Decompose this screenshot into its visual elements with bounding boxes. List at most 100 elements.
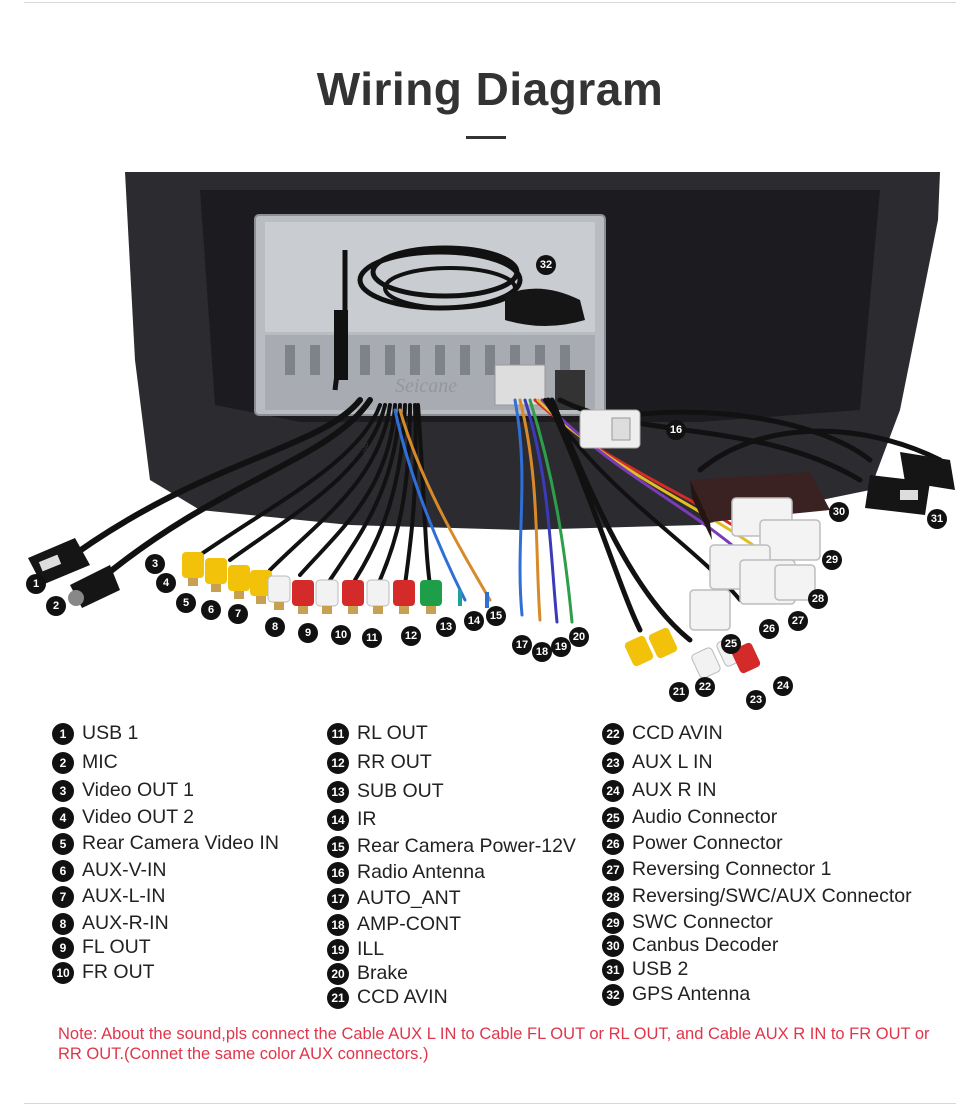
- legend-number: 4: [52, 806, 74, 829]
- callout-5: 5: [176, 593, 196, 613]
- legend-number: 31: [602, 958, 624, 981]
- svg-text:28: 28: [812, 593, 824, 605]
- legend-label: CCD AVIN: [357, 986, 448, 1008]
- legend-label: FL OUT: [82, 936, 151, 958]
- legend-number: 9: [52, 936, 74, 959]
- svg-text:17: 17: [516, 639, 528, 651]
- svg-text:4: 4: [163, 577, 170, 589]
- callout-badges: 1 2 3 4 5 6 7 8 9 10 11 12 13 14 15 16 1…: [26, 255, 947, 710]
- svg-text:9: 9: [305, 627, 311, 639]
- svg-text:27: 27: [792, 615, 804, 627]
- callout-17: 17: [512, 635, 532, 655]
- legend-label: ILL: [357, 938, 385, 960]
- callout-9: 9: [298, 623, 318, 643]
- svg-text:15: 15: [490, 610, 502, 622]
- legend-number: 25: [602, 806, 624, 829]
- legend-label: Audio Connector: [632, 806, 778, 828]
- callout-4: 4: [156, 573, 176, 593]
- legend-number: 1: [52, 722, 74, 745]
- white-harness-connectors: [689, 497, 821, 631]
- svg-text:10: 10: [335, 629, 347, 641]
- callout-18: 18: [532, 642, 552, 662]
- legend-number: 21: [327, 986, 349, 1009]
- svg-text:13: 13: [440, 621, 452, 633]
- legend-number: 20: [327, 962, 349, 985]
- legend-label: Reversing/SWC/AUX Connector: [632, 885, 912, 907]
- legend-label: AUX L IN: [632, 751, 713, 773]
- title-underline: [466, 136, 506, 139]
- callout-31: 31: [927, 509, 947, 529]
- callout-30: 30: [829, 502, 849, 522]
- callout-15: 15: [486, 606, 506, 626]
- top-divider: [24, 2, 956, 3]
- legend-number: 3: [52, 779, 74, 802]
- mic-connector: [68, 565, 120, 608]
- legend-number: 15: [327, 835, 349, 858]
- usb1-connector: [28, 538, 90, 585]
- legend-number: 22: [602, 722, 624, 745]
- callout-7: 7: [228, 604, 248, 624]
- legend-label: RR OUT: [357, 751, 432, 773]
- svg-text:8: 8: [272, 621, 278, 633]
- legend-item: 4 Video OUT 2: [52, 806, 194, 829]
- svg-text:31: 31: [931, 513, 943, 525]
- legend-label: AUX-L-IN: [82, 885, 166, 907]
- legend-number: 7: [52, 885, 74, 908]
- legend-number: 11: [327, 722, 349, 745]
- watermark: Seicane: [395, 375, 457, 397]
- svg-text:14: 14: [468, 615, 481, 627]
- legend-label: USB 2: [632, 958, 689, 980]
- legend-number: 16: [327, 861, 349, 884]
- legend-label: AMP-CONT: [357, 913, 461, 935]
- svg-text:26: 26: [763, 623, 775, 635]
- legend-number: 17: [327, 887, 349, 910]
- svg-text:11: 11: [366, 632, 378, 644]
- legend-item: 7 AUX-L-IN: [52, 885, 165, 908]
- legend-item: 28 Reversing/SWC/AUX Connector: [602, 885, 912, 908]
- left-cables: [57, 397, 492, 602]
- svg-text:30: 30: [833, 506, 845, 518]
- legend-item: 25 Audio Connector: [602, 806, 777, 829]
- svg-text:1: 1: [33, 578, 39, 590]
- callout-25: 25: [721, 634, 741, 654]
- legend-label: SWC Connector: [632, 911, 773, 933]
- legend-item: 9 FL OUT: [52, 936, 151, 959]
- callout-13: 13: [436, 617, 456, 637]
- legend-number: 28: [602, 885, 624, 908]
- thin-wire-pins: [458, 590, 489, 608]
- legend-number: 12: [327, 751, 349, 774]
- legend-label: Video OUT 2: [82, 806, 195, 828]
- legend-label: Rear Camera Power-12V: [357, 835, 576, 857]
- right-rca-plugs: [624, 627, 761, 679]
- svg-text:18: 18: [536, 646, 548, 658]
- legend-number: 30: [602, 934, 624, 957]
- svg-text:19: 19: [555, 641, 567, 653]
- callout-28: 28: [808, 589, 828, 609]
- legend-label: AUX-V-IN: [82, 859, 167, 881]
- svg-text:22: 22: [699, 681, 711, 693]
- callout-3: 3: [145, 554, 165, 574]
- svg-text:20: 20: [573, 631, 585, 643]
- callout-16: 16: [666, 420, 686, 440]
- usb2-connector: [865, 452, 955, 515]
- legend-number: 18: [327, 913, 349, 936]
- gps-antenna: [332, 245, 585, 391]
- legend-label: Radio Antenna: [357, 861, 485, 883]
- legend-number: 5: [52, 832, 74, 855]
- legend-label: FR OUT: [82, 961, 155, 983]
- svg-text:32: 32: [540, 259, 552, 271]
- svg-text:3: 3: [152, 558, 158, 570]
- legend-item: 16 Radio Antenna: [327, 861, 485, 884]
- callout-22: 22: [695, 677, 715, 697]
